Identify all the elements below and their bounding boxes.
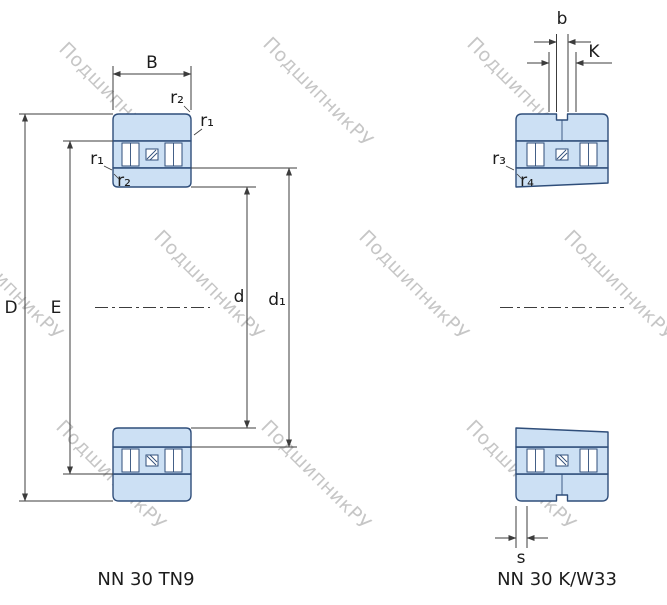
left-caption: NN 30 TN9 — [97, 569, 194, 590]
watermark-text: ПодшипникРУ — [149, 226, 268, 345]
dim-D: D — [4, 113, 113, 502]
left-bearing-bottom-section — [112, 427, 192, 502]
dim-B: B — [112, 53, 192, 110]
leader-line — [103, 165, 113, 171]
leader-line — [505, 165, 515, 171]
dim-label-E: E — [51, 298, 62, 318]
leader-line — [193, 128, 203, 136]
dim-label-K: K — [588, 42, 600, 62]
dim-K: K — [527, 42, 612, 112]
dim-label-r3: r₃ — [492, 149, 506, 169]
dim-b: b — [534, 9, 591, 112]
right-bearing-drawing: b K r₃ r₄ s NN 30 K/W33 — [492, 9, 624, 590]
dim-s: s — [495, 506, 548, 568]
dim-label-r1-top: r₁ — [200, 111, 214, 131]
watermark-text: ПодшипникРУ — [559, 226, 667, 345]
left-bearing-drawing: B r₂ r₁ r₁ r₂ D E d — [4, 53, 297, 590]
watermark-text: ПодшипникРУ — [256, 416, 375, 535]
dim-d1: d₁ — [191, 167, 297, 448]
dim-label-r2-top: r₂ — [170, 88, 184, 108]
dim-label-D: D — [4, 298, 17, 318]
dim-label-B: B — [146, 53, 158, 73]
dim-label-b: b — [557, 9, 568, 29]
dim-label-r2-left: r₂ — [117, 171, 131, 191]
dim-E: E — [51, 140, 113, 475]
dim-d: d — [191, 186, 256, 429]
leader-line — [183, 105, 191, 113]
right-caption: NN 30 K/W33 — [497, 569, 617, 590]
dim-label-s: s — [517, 548, 526, 568]
dim-label-d: d — [234, 287, 245, 307]
leader-line — [516, 173, 523, 180]
leader-line — [113, 173, 120, 180]
dim-label-r1-left: r₁ — [90, 149, 104, 169]
watermark-text: ПодшипникРУ — [258, 33, 377, 152]
dim-label-d1: d₁ — [268, 290, 286, 310]
right-bearing-bottom-section — [515, 427, 609, 502]
dim-label-r4: r₄ — [520, 171, 534, 191]
watermark-text: ПодшипникРУ — [354, 226, 473, 345]
watermark-text: ПодшипникРУ — [0, 226, 67, 345]
